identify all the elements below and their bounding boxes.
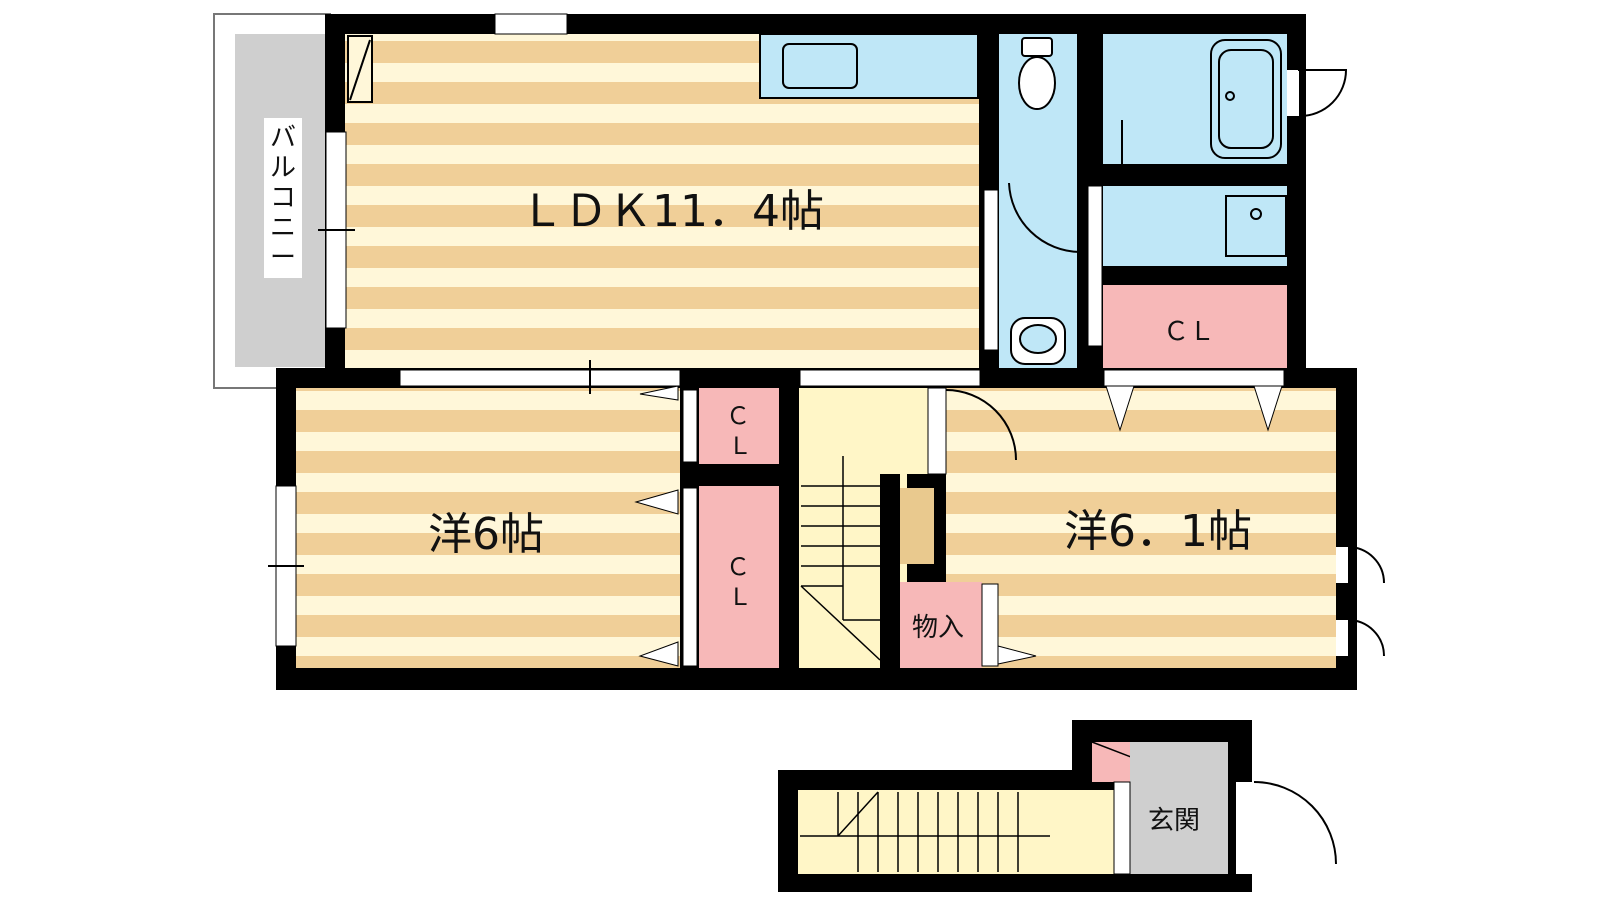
closet-bottom-small-c: Ｃ: [726, 553, 750, 581]
ldk-label: ＬＤＫ11．4帖: [520, 186, 824, 237]
balcony: バ ル コ ニ ー: [213, 13, 331, 389]
storage-label: 物入: [912, 613, 964, 643]
entrance: 玄関: [1113, 742, 1337, 875]
bathroom: [1103, 34, 1348, 164]
entrance-label: 玄関: [1148, 806, 1200, 836]
balcony-char-5: ー: [270, 243, 296, 273]
upper-right-closet: ＣＬ: [1103, 285, 1287, 368]
closet-doors: [682, 389, 698, 667]
balcony-char-2: ル: [270, 153, 296, 183]
western-room-left-label: 洋6帖: [428, 509, 544, 560]
closet-top-small: Ｃ Ｌ: [699, 388, 779, 464]
upper-right-closet-label: ＣＬ: [1163, 317, 1215, 347]
closet-top-small-l: Ｌ: [728, 432, 752, 460]
closet-bottom-small-l: Ｌ: [728, 583, 752, 611]
balcony-char-1: バ: [270, 123, 296, 153]
balcony-char-4: ニ: [270, 213, 296, 243]
lower-staircase: [800, 791, 1050, 872]
upper-staircase: [800, 456, 881, 661]
closet-top-small-c: Ｃ: [726, 402, 750, 430]
western-room-right: 洋6．1帖: [927, 369, 1385, 668]
balcony-char-3: コ: [270, 183, 296, 213]
laundry-area: [1087, 185, 1287, 347]
balcony-window: [318, 131, 355, 329]
washroom: [983, 164, 1081, 368]
western-room-left: 洋6帖: [268, 360, 681, 668]
ldk-room: ＬＤＫ11．4帖: [345, 13, 979, 368]
western-room-right-label: 洋6．1帖: [1064, 506, 1252, 557]
storage-area: 物入: [880, 474, 1037, 668]
closet-bottom-small: Ｃ Ｌ: [699, 486, 779, 668]
toilet-room: [999, 34, 1077, 164]
